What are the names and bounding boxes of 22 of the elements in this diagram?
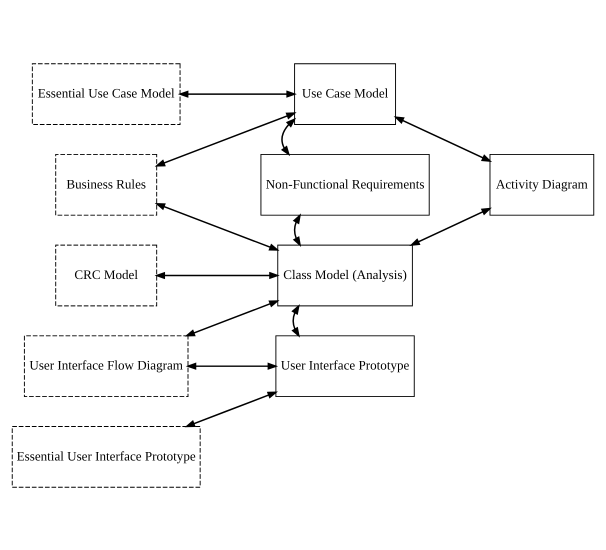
arrow <box>394 116 492 162</box>
node-box: Essential Use Case Model <box>32 62 181 124</box>
arrow <box>184 391 278 427</box>
node-box: CRC Model <box>55 244 158 306</box>
node-box: User Interface Prototype <box>275 334 415 397</box>
node-box: Essential User Interface Prototype <box>12 426 201 488</box>
arrow <box>154 271 280 279</box>
arrow <box>154 112 297 166</box>
arrow <box>292 212 302 246</box>
arrow <box>186 362 278 370</box>
node-box: Activity Diagram <box>490 153 594 216</box>
arrow <box>409 207 492 246</box>
arrow <box>280 117 296 156</box>
arrow <box>184 300 280 336</box>
node-box: Non-Functional Requirements <box>260 153 430 216</box>
node-box: Class Model (Analysis) <box>277 244 413 306</box>
arrow <box>291 304 300 338</box>
node-box: User Interface Flow Diagram <box>24 334 188 397</box>
node-box: Business Rules <box>55 153 158 216</box>
arrow <box>178 90 297 98</box>
node-box: Use Case Model <box>294 62 396 124</box>
arrow <box>154 202 280 250</box>
